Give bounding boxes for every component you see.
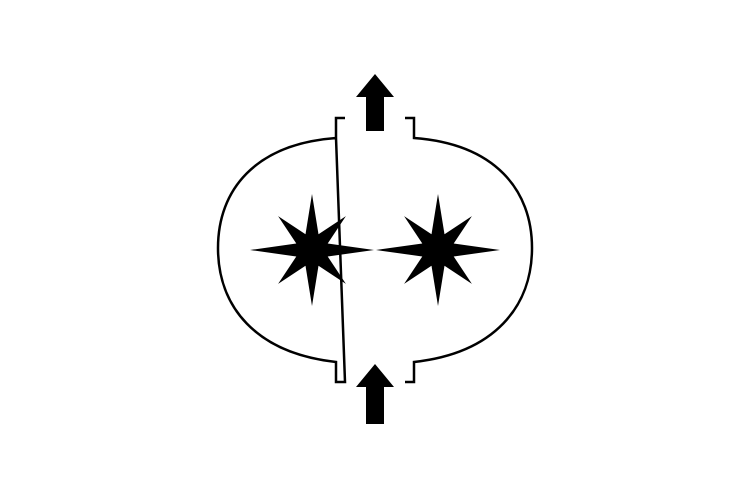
rotor-star-icon [376,194,500,306]
rotor-star-icon [250,194,374,306]
rotor-star-shape [250,194,374,306]
pump-casing [216,116,534,384]
arrow-up-icon [356,74,394,131]
arrow-up-icon [356,364,394,424]
rotor-star-shape [376,194,500,306]
